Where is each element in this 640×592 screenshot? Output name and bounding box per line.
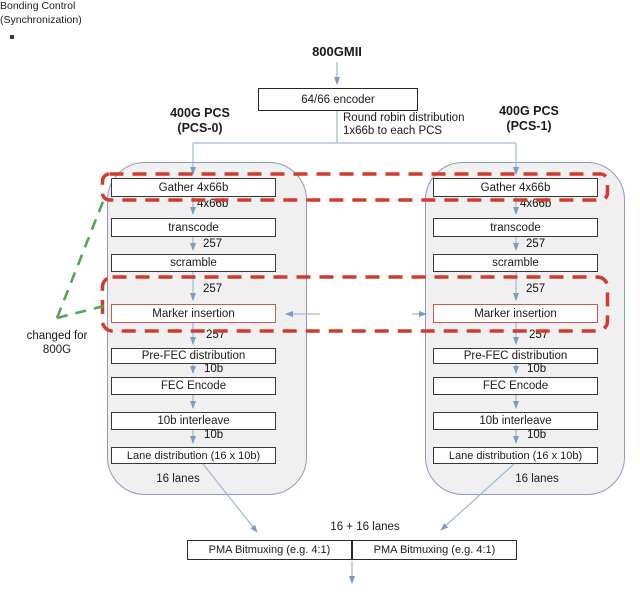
pcs1-flow-257-a: 257 [526,238,546,250]
encoder-box: 64/66 encoder [258,88,418,111]
pcs0-flow-257-c: 257 [206,329,226,341]
pcs0-stage-gather: Gather 4x66b [111,178,276,197]
pcs0-flow-10b-b: 10b [204,429,224,441]
pcs0-stage-interleave: 10b interleave [111,412,276,430]
pcs1-stage-prefec: Pre-FEC distribution [433,348,598,364]
pcs1-stage-marker-insertion: Marker insertion [433,304,598,323]
annotation-line-to-marker [56,304,105,320]
pcs0-flow-4x66b: 4x66b [197,198,229,210]
pcs0-title: 400G PCS [170,106,230,120]
pcs1-flow-257-c: 257 [529,329,549,341]
annotation-leader-lines [55,198,106,320]
pcs0-stage-prefec: Pre-FEC distribution [111,348,276,364]
pcs0-heading: 400G PCS (PCS-0) [148,106,252,136]
total-lanes-label: 16 + 16 lanes [330,521,400,533]
bonding-line2: (Synchronization) [0,13,82,26]
pcs0-flow-257-b: 257 [203,283,223,295]
pcs0-stage-fec-encode: FEC Encode [111,377,276,395]
stray-dot [10,35,14,39]
pcs1-footer-lanes: 16 lanes [515,473,559,485]
round-robin-note: Round robin distribution 1x66b to each P… [343,112,464,138]
pcs0-stage-marker-insertion: Marker insertion [111,304,276,323]
pcs1-stage-transcode: transcode [433,218,598,237]
encoder-label: 64/66 encoder [301,93,375,106]
annotation-line1: changed for [26,330,88,342]
pcs1-flow-257-b: 257 [526,283,546,295]
pcs1-container [425,162,625,495]
round-robin-line2: 1x66b to each PCS [343,124,443,137]
pcs0-footer-lanes: 16 lanes [156,473,200,485]
pcs1-subtitle: (PCS-1) [506,118,552,133]
pcs1-stage-gather: Gather 4x66b [433,178,598,197]
pcs1-stage-lane-distribution: Lane distribution (16 x 10b) [433,447,598,464]
pcs0-flow-10b-a: 10b [204,363,224,375]
pcs1-stage-fec-encode: FEC Encode [433,377,598,395]
bonding-line1: Bonding Control [0,0,76,12]
pcs1-stage-interleave: 10b interleave [433,412,598,430]
annotation-line2: 800G [42,344,72,357]
pcs1-flow-10b-a: 10b [527,363,547,375]
pcs0-stage-scramble: scramble [111,254,276,272]
bonding-control-box: Bonding Control (Synchronization) [0,0,93,35]
pcs0-stage-transcode: transcode [111,218,276,237]
pma-bitmux-0: PMA Bitmuxing (e.g. 4:1) [187,540,352,560]
annotation-line-to-gather [55,198,106,319]
changed-for-800g-note: changed for 800G [10,329,104,358]
pcs1-stage-scramble: scramble [433,254,598,272]
diagram-title: 800GMII [312,44,362,59]
round-robin-line1: Round robin distribution [343,112,465,124]
pcs0-subtitle: (PCS-0) [177,120,223,135]
pcs1-flow-4x66b: 4x66b [520,198,552,210]
pma-bitmux-1: PMA Bitmuxing (e.g. 4:1) [352,540,517,560]
pcs1-flow-10b-b: 10b [527,429,547,441]
pcs1-heading: 400G PCS (PCS-1) [477,104,581,134]
pcs0-stage-lane-distribution: Lane distribution (16 x 10b) [111,447,276,464]
pcs0-flow-257-a: 257 [203,238,223,250]
pcs1-title: 400G PCS [499,104,559,118]
